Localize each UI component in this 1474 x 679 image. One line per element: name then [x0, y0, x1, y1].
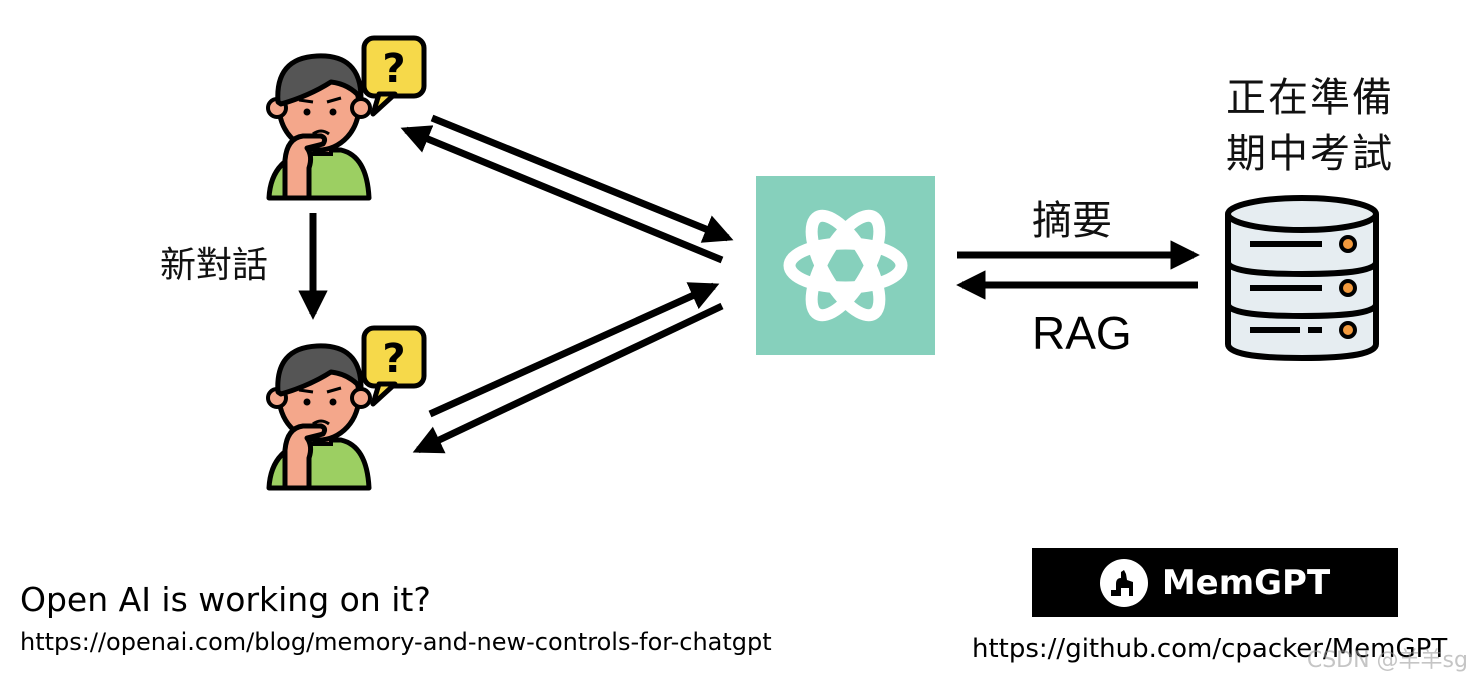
arrow-user-to-gpt-top	[430, 114, 734, 243]
openai-question: Open AI is working on it?	[20, 580, 431, 619]
database-title-line2: 期中考試	[1226, 131, 1394, 177]
memgpt-badge: MemGPT	[1032, 548, 1398, 617]
arrow-user-to-gpt-bottom	[428, 282, 720, 418]
new-conversation-label: 新對話	[160, 245, 269, 286]
arrow-gpt-to-user-top	[400, 125, 724, 264]
database-title-line1: 正在準備	[1226, 75, 1394, 121]
memgpt-name: MemGPT	[1161, 562, 1331, 603]
watermark: CSDN @羊羊sg	[1306, 648, 1468, 673]
memgpt-link[interactable]: https://github.com/cpacker/MemGPT	[972, 634, 1448, 664]
openai-logo-icon	[756, 176, 935, 355]
user-bottom-icon	[268, 328, 424, 488]
openai-link[interactable]: https://openai.com/blog/memory-and-new-c…	[20, 628, 772, 656]
memgpt-llama-icon	[1099, 558, 1148, 607]
database-icon	[1225, 195, 1379, 361]
summary-label: 摘要	[1032, 198, 1112, 244]
rag-label: RAG	[1032, 307, 1132, 359]
user-top-icon	[268, 38, 424, 198]
arrow-gpt-to-user-bottom	[412, 302, 724, 454]
database-title: 正在準備 期中考試	[1226, 70, 1394, 182]
